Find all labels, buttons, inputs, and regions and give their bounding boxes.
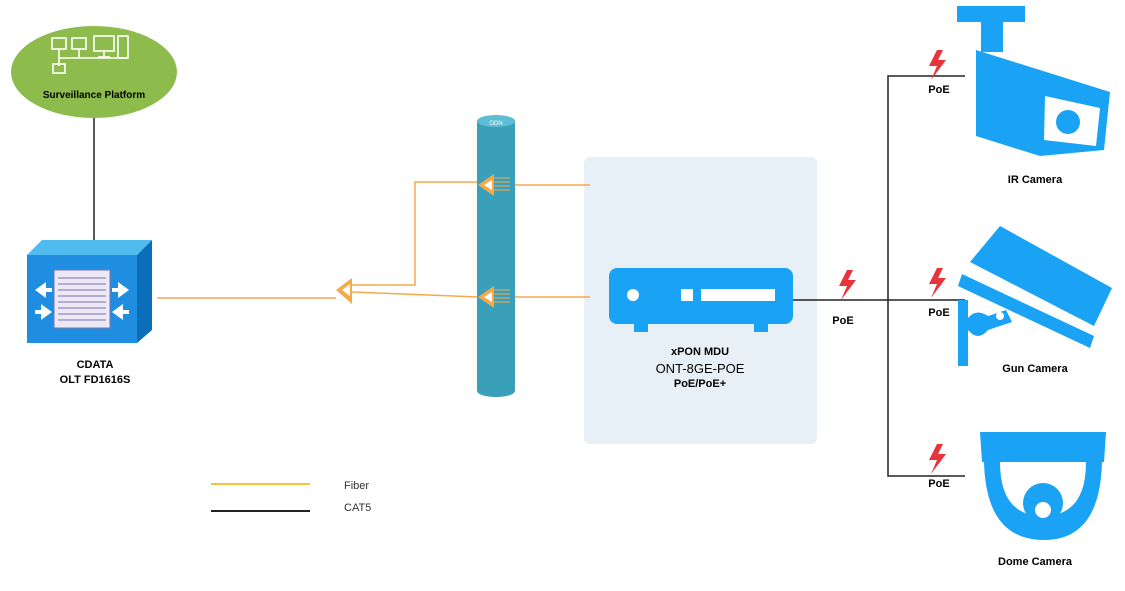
- monitor-icon: [51, 35, 129, 74]
- mdu-title-label: xPON MDU: [670, 346, 730, 358]
- mdu-poe-label: PoE/PoE+: [673, 378, 727, 390]
- poe-bolt-icons: [839, 50, 946, 474]
- dome-camera-icon: [980, 432, 1106, 540]
- legend: [211, 483, 310, 512]
- odn-cylinder: [477, 115, 515, 397]
- olt-model-label: OLT FD1616S: [59, 374, 131, 386]
- poe-label-dome: PoE: [928, 478, 950, 490]
- poe-label-mdu: PoE: [832, 315, 854, 327]
- platform-label: Surveillance Platform: [42, 90, 146, 101]
- mdu-device-icon: [609, 268, 793, 332]
- olt-brand-label: CDATA: [76, 359, 114, 371]
- legend-cat5-label: CAT5: [344, 502, 372, 514]
- poe-label-ir: PoE: [928, 84, 950, 96]
- surveillance-platform: [11, 26, 177, 118]
- ir-camera-icon: [957, 6, 1110, 156]
- poe-label-gun: PoE: [928, 307, 950, 319]
- odn-splitter-bottom: [478, 286, 510, 308]
- olt-device: [27, 240, 152, 343]
- dome-camera-label: Dome Camera: [998, 556, 1072, 568]
- cat5-links-cameras: [793, 75, 965, 477]
- mdu-model-label: ONT-8GE-POE: [655, 361, 745, 376]
- odn-splitter-top: [478, 174, 510, 196]
- gun-camera-label: Gun Camera: [1002, 363, 1068, 375]
- ir-camera-label: IR Camera: [1007, 174, 1063, 186]
- odn-label: ODN: [489, 121, 503, 127]
- legend-fiber-label: Fiber: [344, 480, 370, 492]
- splitter-icon: [336, 278, 352, 304]
- gun-camera-icon: [958, 226, 1112, 366]
- fiber-links: [157, 181, 590, 299]
